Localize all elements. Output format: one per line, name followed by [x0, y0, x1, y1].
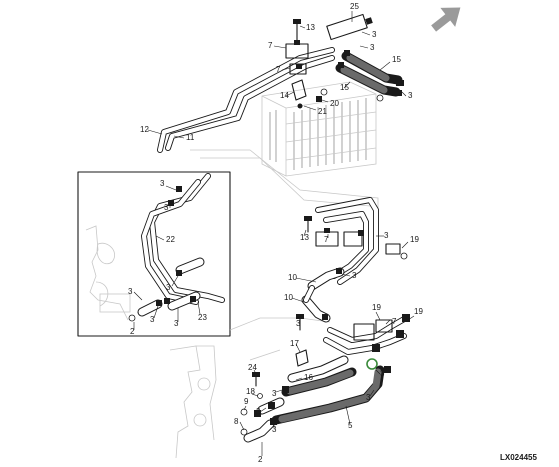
callout-7-mid: 7: [276, 65, 281, 74]
callout-9: 9: [244, 397, 249, 406]
inset-callout-2: 2: [130, 327, 135, 336]
callout-3-top: 3: [370, 43, 375, 52]
hose-10: [301, 267, 345, 323]
callout-3-right: 3: [408, 91, 413, 100]
inset-callout-3-d: 3: [128, 287, 133, 296]
callout-10-a: 10: [288, 273, 297, 282]
callout-13-lower: 13: [300, 233, 309, 242]
callout-11: 11: [186, 133, 195, 142]
callout-18: 18: [246, 387, 255, 396]
bracket-upper: [285, 19, 309, 75]
inset-callout-3-e: 3: [150, 315, 155, 324]
callout-5: 5: [348, 421, 353, 430]
inset-callout-3-c: 3: [166, 283, 171, 292]
callout-14: 14: [280, 91, 289, 100]
callout-3-top-b: 3: [372, 30, 377, 39]
callout-19-b: 19: [372, 303, 381, 312]
callout-21: 21: [318, 107, 327, 116]
inset-callout-3-f: 3: [174, 319, 179, 328]
inset-callout-22: 22: [166, 235, 175, 244]
callout-19-c: 19: [414, 307, 423, 316]
callout-3-lower-e: 3: [256, 407, 261, 416]
callout-2-lower: 2: [258, 455, 263, 464]
hose-long-5: [240, 355, 385, 443]
hose-upper-right: [335, 50, 404, 102]
callout-7-top: 7: [268, 41, 273, 50]
callout-7-lower: 7: [324, 235, 329, 244]
callout-12: 12: [140, 125, 149, 134]
inset-callout-3-b: 3: [164, 203, 169, 212]
callout-3-lower-b: 3: [352, 271, 357, 280]
callout-3-lower-f: 3: [272, 425, 277, 434]
callout-3-lower-h: 3: [366, 393, 371, 402]
callout-17: 17: [290, 339, 299, 348]
callouts-inset: 3 3 22 3 3 3 2 3 23: [128, 179, 207, 336]
engine-frame-lower: [169, 317, 331, 459]
callout-7-right: 7: [392, 317, 397, 326]
callout-3-lower-a: 3: [384, 231, 389, 240]
inset-callout-3-a: 3: [160, 179, 165, 188]
sealant-tube: [326, 13, 373, 41]
callout-16: 16: [304, 373, 313, 382]
callouts-upper: 25 13 7 3 3 15 7 14 21 20 15 3 12 11: [140, 2, 413, 142]
inset-callout-23: 23: [198, 313, 207, 322]
tube-assembly-lower: [304, 197, 408, 285]
callout-24: 24: [248, 363, 257, 372]
callout-13-top: 13: [306, 23, 315, 32]
callout-10-b: 10: [284, 293, 293, 302]
callout-3-lower-c: 3: [296, 319, 301, 328]
inset-detail-box: [77, 171, 231, 337]
callout-19-a: 19: [410, 235, 419, 244]
callout-8: 8: [234, 417, 239, 426]
callouts-lower: 13 7 3 19 10 3 10 3 19 7 19 17 24 16 18 …: [234, 229, 423, 464]
callout-15-top: 15: [392, 55, 401, 64]
diagram-reference-code: LX024455: [500, 453, 537, 462]
heater-core: [261, 81, 377, 177]
navigation-arrow-icon[interactable]: [426, 0, 468, 38]
callout-20: 20: [330, 99, 339, 108]
bracket-clamp-14: [291, 79, 328, 109]
tube-assembly-upper: [157, 47, 335, 153]
callout-3-lower-g: 3: [380, 369, 385, 378]
callout-3-lower-d: 3: [272, 389, 277, 398]
valve-manifold: [295, 314, 410, 373]
callout-25: 25: [350, 2, 359, 11]
frame-outline: [190, 149, 379, 250]
